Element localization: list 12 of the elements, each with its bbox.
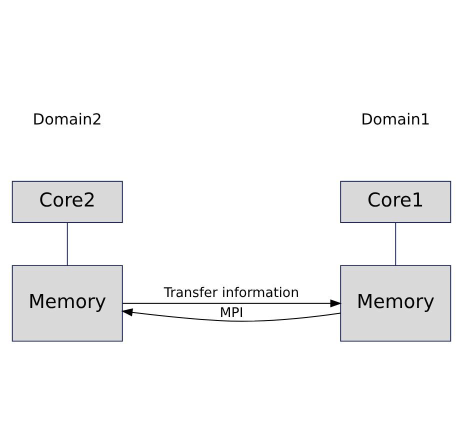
node-box: Core2 bbox=[12, 180, 123, 223]
node-box: Memory bbox=[12, 265, 123, 342]
arrow bbox=[121, 308, 342, 322]
label: Domain1 bbox=[361, 110, 430, 129]
node-box: Memory bbox=[340, 265, 452, 342]
connector bbox=[66, 222, 68, 266]
arrow bbox=[122, 299, 342, 308]
node-box: Core1 bbox=[340, 180, 452, 223]
edge-label: Transfer information bbox=[164, 286, 300, 301]
label: Domain2 bbox=[32, 110, 102, 129]
edge-label: MPI bbox=[220, 306, 244, 321]
connector bbox=[395, 222, 396, 266]
